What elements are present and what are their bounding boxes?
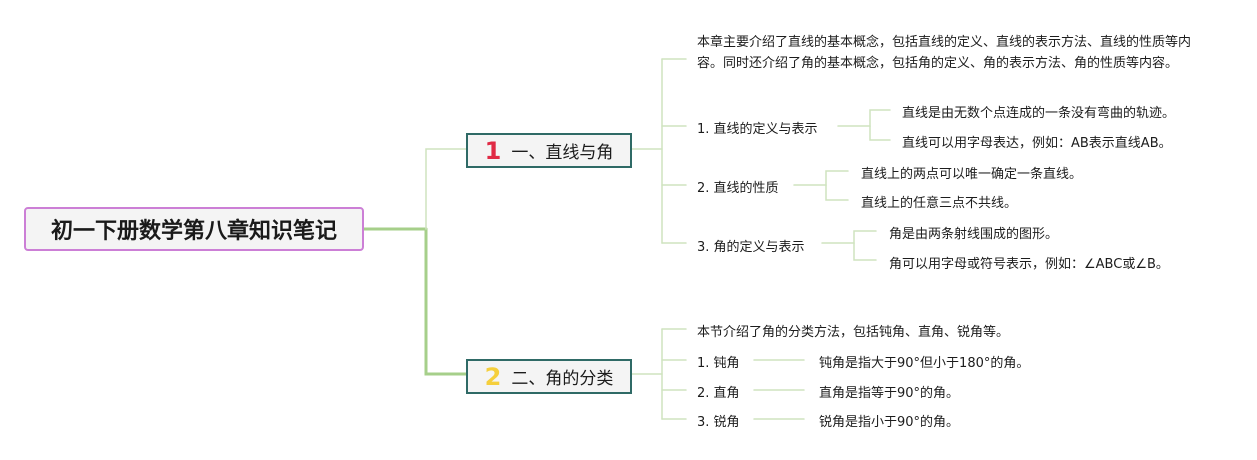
detail-2-1-1[interactable]: 钝角是指大于90°但小于180°的角。	[819, 356, 1030, 371]
topic-2-3[interactable]: 3. 锐角	[697, 415, 740, 430]
detail-1-1-1[interactable]: 直线是由无数个点连成的一条没有弯曲的轨迹。	[902, 106, 1176, 121]
branch1-intro[interactable]: 本章主要介绍了直线的基本概念，包括直线的定义、直线的表示方法、直线的性质等内容。…	[697, 35, 1192, 71]
detail-2-3-1[interactable]: 锐角是指小于90°的角。	[819, 415, 960, 430]
detail-1-3-2[interactable]: 角可以用字母或符号表示，例如：∠ABC或∠B。	[889, 257, 1169, 272]
topic-1-3[interactable]: 3. 角的定义与表示	[697, 240, 805, 255]
branch2-intro[interactable]: 本节介绍了角的分类方法，包括钝角、直角、锐角等。	[697, 325, 1010, 340]
connector-root-branch1	[425, 148, 467, 230]
number-1-icon: 1	[484, 136, 502, 165]
connector-root-branch2	[424, 227, 468, 376]
detail-1-1-2[interactable]: 直线可以用字母表达，例如：AB表示直线AB。	[902, 136, 1172, 151]
detail-1-3-1[interactable]: 角是由两条射线围成的图形。	[889, 227, 1059, 242]
detail-2-2-1[interactable]: 直角是指等于90°的角。	[819, 386, 960, 401]
number-2-icon: 2	[484, 362, 502, 391]
root-title: 初一下册数学第八章知识笔记	[50, 219, 337, 244]
root-node[interactable]: 初一下册数学第八章知识笔记	[24, 207, 364, 251]
topic-1-1[interactable]: 1. 直线的定义与表示	[697, 122, 818, 137]
topic-2-1[interactable]: 1. 钝角	[697, 356, 740, 371]
branch-node-2[interactable]: 2 二、角的分类	[466, 359, 632, 394]
topic-1-2[interactable]: 2. 直线的性质	[697, 181, 779, 196]
detail-1-2-2[interactable]: 直线上的任意三点不共线。	[861, 196, 1018, 211]
branch-label: 二、角的分类	[511, 369, 614, 389]
branch-node-1[interactable]: 1 一、直线与角	[466, 133, 632, 168]
branch-label: 一、直线与角	[511, 143, 614, 163]
detail-1-2-1[interactable]: 直线上的两点可以唯一确定一条直线。	[861, 167, 1083, 182]
topic-2-2[interactable]: 2. 直角	[697, 386, 740, 401]
